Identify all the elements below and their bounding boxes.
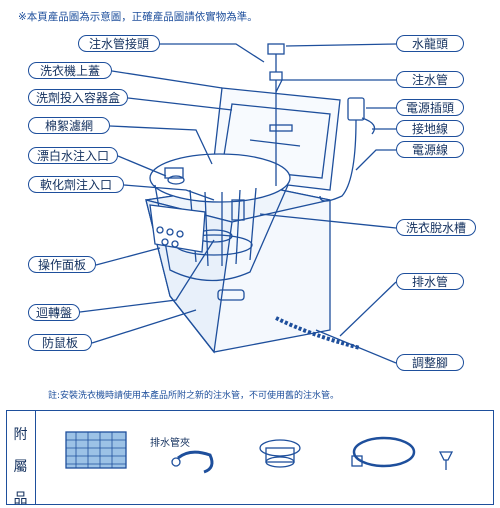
label-detergent-box: 洗劑投入容器盒 [28,89,128,106]
label-lint-filter: 棉絮濾網 [28,117,110,134]
label-leveling-foot: 調整腳 [396,354,464,371]
label-pulsator: 迴轉盤 [28,304,80,321]
control-panel-graphic [149,204,206,253]
label-inlet-joint: 注水管接頭 [78,35,160,52]
accessories-box [6,410,494,505]
label-wash-tub: 洗衣脫水槽 [396,219,476,236]
label-bleach-inlet: 漂白水注入口 [28,147,118,164]
label-faucet: 水龍頭 [396,35,464,52]
label-ground-wire: 接地線 [396,120,464,137]
drain-hose [275,316,361,350]
accessories-title-char: 屬 [13,459,28,475]
label-control-panel: 操作面板 [28,256,96,273]
screw-accessory [438,451,454,470]
label-drain-hose: 排水管 [396,273,464,290]
accessories-title-char: 附 [13,427,28,443]
faucet-connector-accessory [259,439,301,457]
installation-footnote: 註:安裝洗衣機時請使用本產品所附之新的注水管，不可使用舊的注水管。 [48,391,340,401]
inlet-hose-accessory [352,436,416,468]
label-inlet-hose: 注水管 [396,71,464,88]
accessories-title: 附 屬 品 [6,410,36,507]
drain-clip-accessory [177,450,214,474]
label-power-cord: 電源線 [396,141,464,158]
label-rat-guard: 防鼠板 [28,334,92,351]
label-washer-lid: 洗衣機上蓋 [28,62,112,79]
accessories-title-char: 品 [13,491,28,507]
disclaimer-note: ※本頁產品圖為示意圖，正確產品圖請依實物為準。 [18,11,258,23]
label-power-plug: 電源插頭 [396,99,464,116]
label-softener-inlet: 軟化劑注入口 [28,176,124,193]
drain-clip-label: 排水管夾 [150,438,190,449]
